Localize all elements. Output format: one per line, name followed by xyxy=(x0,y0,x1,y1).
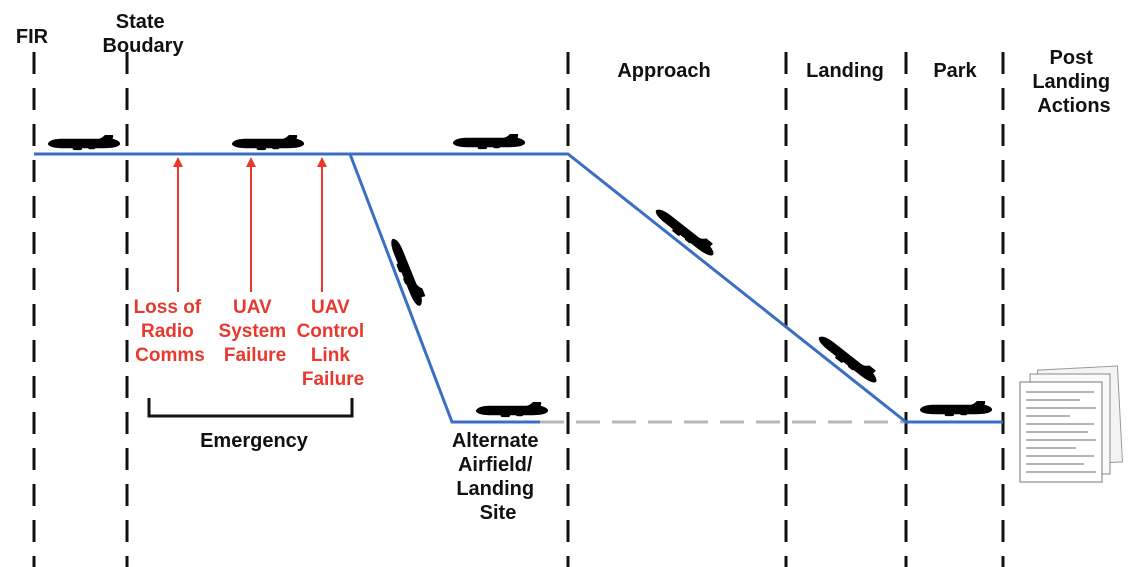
phase-approach-label: Approach xyxy=(617,60,710,82)
fir-label: FIR xyxy=(16,26,49,48)
emergency-bracket xyxy=(147,398,354,418)
alternate-airfield-label: Alternate Airfield/ Landing Site xyxy=(452,430,544,524)
phase-park-label: Park xyxy=(933,60,977,82)
boundary-lines xyxy=(32,52,1005,567)
failure-label-control-link: UAV Control Link Failure xyxy=(297,297,370,390)
state-boundary-label: State Boudary xyxy=(102,11,184,57)
aircraft-icon xyxy=(452,133,526,150)
aircraft-icon xyxy=(386,235,428,309)
aircraft-icons xyxy=(47,133,993,418)
diversion-path xyxy=(348,153,540,424)
failure-arrows xyxy=(173,157,327,292)
aircraft-icon xyxy=(652,203,719,260)
document-stack-icon xyxy=(1019,365,1123,483)
aircraft-icon xyxy=(47,134,121,151)
failure-label-system: UAV System Failure xyxy=(219,297,292,366)
failure-label-loss-of-comms: Loss of Radio Comms xyxy=(134,297,207,366)
flight-path xyxy=(34,152,1003,424)
phase-post-landing-label: Post Landing Actions xyxy=(1032,47,1115,117)
emergency-label: Emergency xyxy=(200,430,309,452)
aircraft-icon xyxy=(475,401,549,418)
aircraft-icon xyxy=(231,134,305,151)
aircraft-icon xyxy=(919,400,993,417)
phase-landing-label: Landing xyxy=(806,60,884,82)
